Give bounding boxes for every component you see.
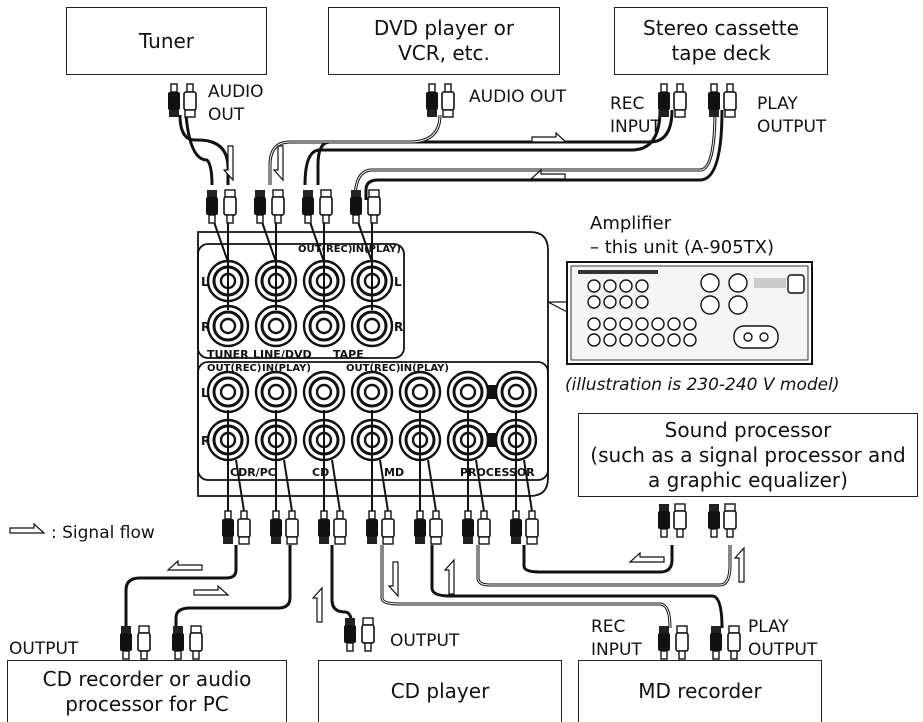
panel-out-rec-lower-1: OUT(REC): [207, 363, 262, 374]
tuner-plugs: [167, 83, 197, 118]
panel-cdr-pc-label: CDR/PC: [230, 466, 276, 479]
cassette-box: Stereo cassette tape deck: [614, 7, 828, 75]
cassette-play-output-label: PLAY OUTPUT: [757, 94, 827, 137]
md-play-output-label: PLAY OUTPUT: [748, 617, 818, 660]
jack-r-1: R: [201, 320, 210, 334]
cassette-rec-input-label: REC INPUT: [610, 94, 661, 137]
jack-l-1: L: [201, 275, 209, 289]
tuner-box: Tuner: [66, 7, 267, 75]
sound-processor-label: Sound processor (such as a signal proces…: [590, 417, 906, 492]
upper-cables: [178, 109, 724, 201]
jack-r-3: R: [201, 434, 210, 448]
panel-in-play-lower-1: IN(PLAY): [262, 363, 311, 374]
lower-panel-plugs: [221, 510, 539, 545]
cdr-output-label: OUTPUT: [9, 639, 79, 659]
md-recorder-label: MD recorder: [638, 679, 762, 703]
upper-panel-plugs: [205, 189, 381, 224]
panel-out-rec-lower-2: OUT(REC): [346, 363, 401, 374]
illustration-note: (illustration is 230-240 V model): [565, 375, 840, 395]
signal-flow-legend-arrow: [9, 523, 45, 534]
lower-plug-leads: [227, 410, 533, 512]
amplifier-label: Amplifier – this unit (A-905TX): [590, 213, 775, 258]
dvd-plugs: [425, 83, 455, 118]
cd-recorder-plugs: [119, 625, 203, 660]
dvd-audio-out-label: AUDIO OUT: [469, 87, 567, 107]
amplifier-thumbnail: [566, 261, 813, 365]
cd-output-label: OUTPUT: [390, 631, 460, 651]
processor-return-arrow: [734, 547, 745, 583]
cd-player-label: CD player: [390, 679, 490, 703]
cd-flow-arrow: [312, 587, 323, 623]
jack-l-3: L: [201, 386, 209, 400]
md-rec-input-label: REC INPUT: [591, 617, 642, 660]
cdr-play-arrow: [193, 585, 229, 596]
md-recorder-box: MD recorder: [578, 660, 822, 722]
dvd-flow-arrow: [273, 145, 284, 181]
cd-recorder-box: CD recorder or audio processor for PC: [7, 660, 287, 722]
jack-l-2: L: [394, 275, 402, 289]
jack-r-2: R: [394, 320, 403, 334]
cdr-rec-arrow: [167, 560, 203, 571]
md-recorder-plugs: [657, 625, 741, 660]
processor-send-arrow: [629, 552, 665, 563]
cd-player-box: CD player: [318, 660, 562, 722]
upper-jack-block: [206, 259, 394, 348]
tuner-label: Tuner: [138, 28, 195, 53]
cd-player-plugs: [343, 617, 375, 652]
md-play-arrow: [444, 559, 455, 595]
panel-out-rec-upper: OUT(REC): [298, 244, 353, 255]
cassette-plugs: [657, 83, 737, 118]
upper-plug-leads: [213, 221, 373, 310]
tuner-audio-out-label: AUDIO OUT: [208, 82, 264, 125]
lower-cables-highlight: [381, 545, 731, 629]
lower-jack-block: [206, 370, 538, 462]
cassette-label: Stereo cassette tape deck: [643, 16, 799, 65]
sound-processor-plugs: [657, 503, 737, 538]
panel-md-label: MD: [384, 466, 405, 479]
amplifier-rear-panel: [197, 231, 549, 497]
md-rec-arrow: [388, 561, 399, 597]
rec-flow-arrow: [531, 132, 567, 143]
signal-flow-legend: : Signal flow: [51, 523, 155, 543]
panel-in-play-upper: IN(PLAY): [352, 244, 401, 255]
cd-recorder-label: CD recorder or audio processor for PC: [42, 666, 252, 716]
dvd-label: DVD player or VCR, etc.: [373, 16, 515, 65]
dvd-box: DVD player or VCR, etc.: [328, 7, 560, 75]
panel-in-play-lower-2: IN(PLAY): [400, 363, 449, 374]
upper-cables-highlight: [269, 109, 716, 201]
sound-processor-box: Sound processor (such as a signal proces…: [578, 413, 918, 497]
